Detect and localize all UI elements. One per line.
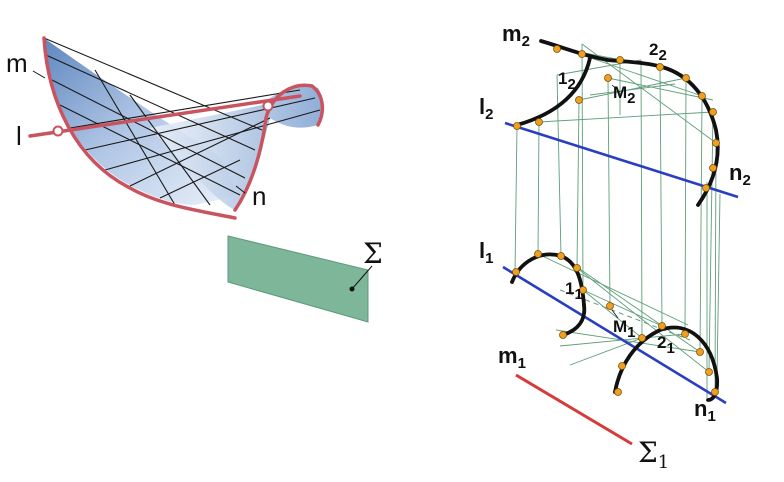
label-2-1: 21 bbox=[657, 333, 675, 357]
curve-n2-left bbox=[515, 56, 592, 127]
point-on-n bbox=[262, 100, 274, 112]
leader-sigma bbox=[351, 265, 373, 290]
line-l2 bbox=[504, 121, 739, 199]
projection-connectors bbox=[514, 40, 721, 398]
leader-M1 bbox=[611, 309, 619, 319]
label-2-2: 22 bbox=[649, 40, 667, 64]
leader-n bbox=[235, 185, 246, 194]
point-on-m bbox=[52, 125, 64, 137]
label-n1: n1 bbox=[694, 396, 716, 425]
plane-sigma-sheet bbox=[228, 236, 368, 322]
surface-sheet-right bbox=[150, 85, 324, 210]
label-m2: m2 bbox=[502, 21, 530, 50]
label-m: m bbox=[6, 48, 28, 78]
label-M2: M2 bbox=[613, 83, 636, 107]
plane-sigma-texture bbox=[227, 235, 369, 323]
surface-rulings bbox=[43, 37, 321, 206]
curve-n bbox=[233, 83, 325, 212]
label-1-2: 12 bbox=[558, 69, 576, 93]
leader-M2 bbox=[611, 84, 621, 93]
label-l1: l1 bbox=[479, 238, 493, 267]
projection-points bbox=[512, 45, 720, 396]
line-l bbox=[28, 94, 302, 138]
label-m1: m1 bbox=[498, 343, 526, 372]
line-l1 bbox=[502, 265, 727, 405]
label-1-1: 11 bbox=[565, 279, 583, 303]
trace-sigma1 bbox=[515, 373, 633, 446]
projection-drawing: m2 22 12 M2 l2 n2 l1 11 M1 21 m1 n1 Σ1 bbox=[479, 21, 751, 473]
label-sigma: Σ bbox=[363, 237, 383, 270]
label-l2: l2 bbox=[479, 94, 493, 123]
label-sigma1: Σ1 bbox=[638, 436, 669, 473]
label-l: l bbox=[16, 121, 22, 151]
ruled-surface-3d: m l n bbox=[6, 36, 325, 220]
label-n: n bbox=[252, 181, 266, 211]
label-M1: M1 bbox=[613, 317, 636, 341]
plane-sigma: Σ bbox=[227, 235, 383, 323]
leader-m bbox=[32, 70, 46, 79]
curve-m bbox=[42, 36, 237, 220]
label-n2: n2 bbox=[729, 160, 751, 189]
curve-m2 bbox=[539, 39, 720, 207]
